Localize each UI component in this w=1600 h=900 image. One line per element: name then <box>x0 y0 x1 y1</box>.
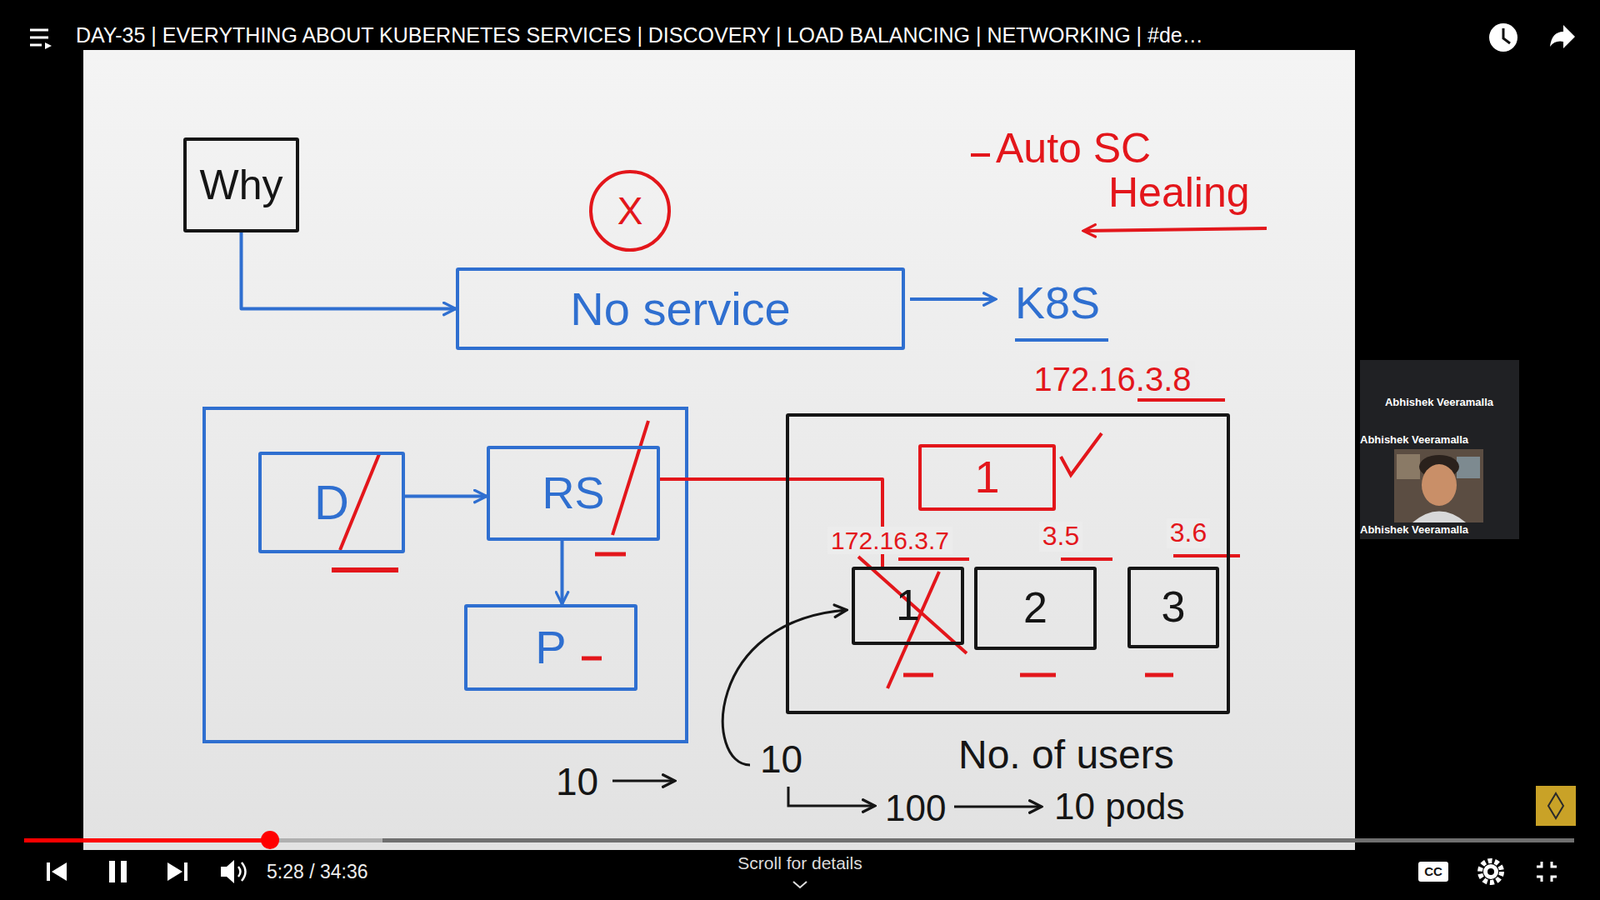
arrow <box>954 805 1042 809</box>
node-label: No service <box>570 283 791 335</box>
ip-address: 172.16.3.8 <box>1030 360 1195 398</box>
annotation: K8S <box>1015 276 1100 329</box>
webcam-photo <box>1421 464 1457 506</box>
cross-mark <box>887 571 940 689</box>
underline <box>1020 673 1056 678</box>
connector <box>560 540 565 605</box>
ip-address: 3.6 <box>1166 518 1210 548</box>
question-box: Why <box>183 137 300 233</box>
node-label: D <box>314 475 350 530</box>
cross-circle: X <box>589 170 671 252</box>
progress-track <box>24 838 1575 843</box>
annotation: 10 <box>760 737 803 782</box>
settings-icon <box>1487 868 1495 875</box>
ip-address: 3.5 <box>1039 521 1083 551</box>
cluster-box: 172.16.3.81172.16.3.713.523.63 <box>785 413 1230 715</box>
overlay-button <box>1548 793 1564 819</box>
underline <box>1015 338 1109 342</box>
replicaset-box: RS <box>486 445 660 541</box>
webcam-photo <box>1394 449 1484 523</box>
arrow <box>612 780 675 783</box>
annotation: Auto SC <box>995 125 1151 174</box>
progress-buffer <box>24 838 383 843</box>
participant-name: Abhishek Veeramalla <box>1360 524 1469 537</box>
webcam-photo <box>1412 511 1466 524</box>
dash-mark <box>581 656 602 661</box>
pod-box: 172.16.3.71 <box>851 566 965 645</box>
annotation: 100 <box>885 787 946 830</box>
annotation: No. of users <box>958 731 1175 778</box>
node-label: X <box>617 190 644 233</box>
annotation: Healing <box>1108 169 1250 218</box>
node-label: 1 <box>974 452 1000 502</box>
node-label: 2 <box>1023 584 1048 632</box>
ip-address: 172.16.3.7 <box>827 526 953 555</box>
chevron-icon <box>793 881 807 888</box>
time-display: 5:28 / 34:36 <box>266 860 369 883</box>
webcam-photo <box>1456 456 1480 479</box>
settings-icon <box>1480 860 1502 883</box>
fullscreen-exit-icon <box>1536 861 1557 882</box>
whiteboard <box>83 50 1355 850</box>
volume-icon <box>220 860 235 884</box>
progress-scrubber <box>260 830 280 850</box>
group-outline <box>204 408 687 742</box>
pod-box: P <box>464 604 638 691</box>
underline <box>898 557 970 561</box>
dash-mark <box>970 153 990 157</box>
node-label: P <box>535 621 566 674</box>
process-box: No service <box>455 267 905 350</box>
underline <box>1173 554 1240 558</box>
webcam-panel <box>1360 360 1520 540</box>
overlay-button <box>1535 785 1576 826</box>
clock-icon <box>1489 23 1518 52</box>
share-icon <box>1550 25 1575 49</box>
menu-icon <box>30 30 49 45</box>
annotation: 10 <box>555 760 599 805</box>
hint-text: Scroll for details <box>737 853 862 874</box>
node-label: 1 <box>895 581 920 630</box>
next-icon <box>167 862 188 881</box>
arrow <box>910 297 996 301</box>
pod-box: 3.52 <box>974 566 1097 650</box>
settings-icon <box>1483 864 1499 880</box>
previous-icon <box>46 862 67 881</box>
webcam-photo <box>1396 454 1420 480</box>
volume-icon <box>238 862 246 881</box>
captions-icon: CC <box>1424 864 1443 879</box>
underline <box>1137 398 1225 402</box>
pause-icon <box>109 860 127 883</box>
node-label: Why <box>200 162 284 209</box>
node-label: RS <box>541 468 605 518</box>
annotation: 10 pods <box>1054 785 1185 829</box>
pod-box: 3.63 <box>1127 566 1220 649</box>
leader-arrow <box>788 786 875 806</box>
clock-icon <box>1503 28 1510 44</box>
deployment-box: D <box>258 451 405 554</box>
cross-mark <box>858 556 967 654</box>
video-title: DAY-35 | EVERYTHING ABOUT KUBERNETES SER… <box>75 23 1204 48</box>
check-mark <box>1060 433 1102 475</box>
menu-icon <box>45 42 52 50</box>
captions-icon <box>1418 861 1449 882</box>
underline <box>1060 557 1113 561</box>
participant-name: Abhishek Veeramalla <box>1385 396 1494 410</box>
pod-box: 1 <box>918 444 1056 511</box>
strike-mark <box>612 420 649 535</box>
node-label: 3 <box>1161 583 1186 631</box>
underline <box>595 552 626 557</box>
connector <box>241 232 457 310</box>
arrow <box>1083 228 1267 231</box>
underline <box>903 673 934 678</box>
underline <box>331 567 399 573</box>
participant-name: Abhishek Veeramalla <box>1360 434 1469 447</box>
progress-played <box>24 838 270 843</box>
underline <box>1145 673 1174 678</box>
connector <box>405 495 487 499</box>
